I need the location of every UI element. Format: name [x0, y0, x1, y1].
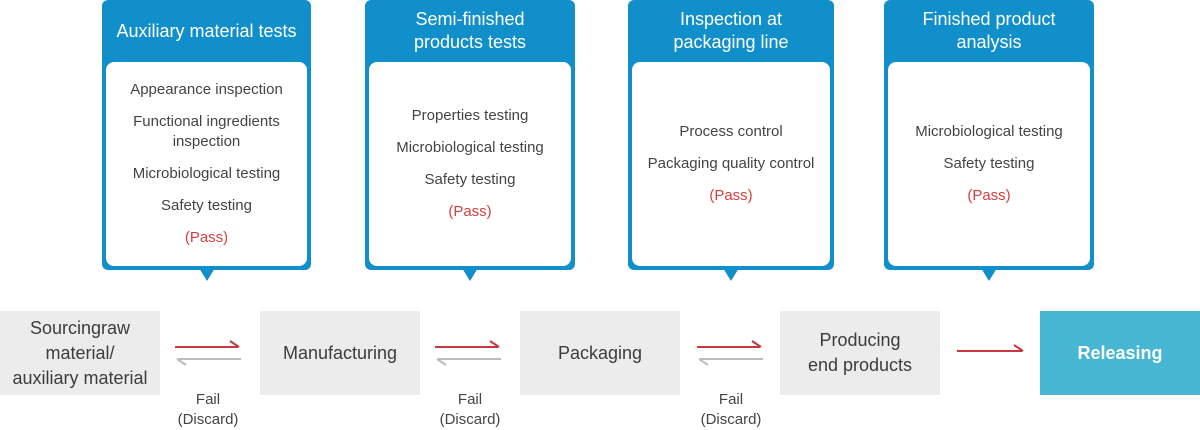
- check-item: Safety testing: [424, 171, 516, 188]
- card-pointer-icon: [462, 268, 478, 281]
- check-result-pass: (Pass): [184, 229, 229, 246]
- fail-discard-label: Fail (Discard): [700, 391, 762, 428]
- check-item: Safety testing: [943, 155, 1035, 172]
- check-card-packaging-line: Inspection at packaging line Process con…: [628, 0, 834, 270]
- check-item: Functional ingredients inspection: [133, 113, 280, 150]
- check-card-title: Auxiliary material tests: [116, 20, 297, 41]
- fail-discard-label: Fail (Discard): [439, 391, 501, 428]
- check-item: Microbiological testing: [132, 165, 281, 182]
- check-card-title: Semi-finished products tests: [413, 9, 527, 52]
- double-arrow-icon: [175, 340, 241, 366]
- check-card-finished-product: Finished product analysis Microbiologica…: [884, 0, 1094, 270]
- check-card-body: Microbiological testing Safety testing (…: [888, 62, 1090, 266]
- check-card-title: Finished product analysis: [922, 9, 1056, 52]
- step-producing: Producing end products: [780, 311, 940, 395]
- check-result-pass: (Pass): [967, 187, 1011, 204]
- double-arrow-icon: [697, 340, 763, 366]
- check-item: Packaging quality control: [647, 155, 815, 172]
- check-result-pass: (Pass): [709, 187, 753, 204]
- fail-discard-label: Fail (Discard): [177, 391, 239, 428]
- step-sourcing: Sourcingraw material/ auxiliary material: [0, 311, 160, 395]
- check-result-pass: (Pass): [448, 203, 492, 220]
- check-item: Microbiological testing: [915, 123, 1063, 140]
- check-item: Properties testing: [411, 107, 529, 124]
- check-item: Safety testing: [161, 197, 252, 214]
- check-card-semi-finished: Semi-finished products tests Properties …: [365, 0, 575, 270]
- double-arrow-icon: [435, 340, 501, 366]
- step-manufacturing: Manufacturing: [260, 311, 420, 395]
- card-pointer-icon: [199, 268, 215, 281]
- check-card-body: Appearance inspection Functional ingredi…: [106, 62, 307, 266]
- check-card-body: Process control Packaging quality contro…: [632, 62, 830, 266]
- step-releasing: Releasing: [1040, 311, 1200, 395]
- forward-arrow-icon: [957, 344, 1024, 352]
- check-card-title: Inspection at packaging line: [673, 9, 789, 52]
- check-card-body: Properties testing Microbiological testi…: [369, 62, 571, 266]
- check-item: Microbiological testing: [396, 139, 544, 156]
- card-pointer-icon: [723, 268, 739, 281]
- card-pointer-icon: [981, 268, 997, 281]
- step-packaging: Packaging: [520, 311, 680, 395]
- check-item: Process control: [679, 123, 783, 140]
- check-item: Appearance inspection: [130, 81, 283, 98]
- check-card-auxiliary: Auxiliary material tests Appearance insp…: [102, 0, 311, 270]
